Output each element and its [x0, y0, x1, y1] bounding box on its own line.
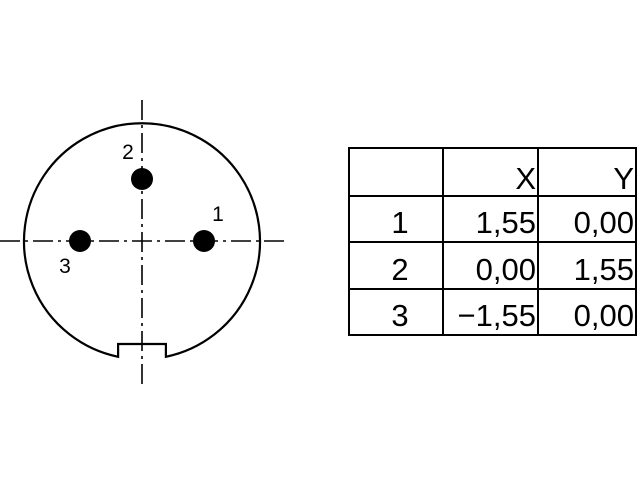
table-header-x: X: [515, 161, 536, 196]
table-cell-x-row-3: −1,55: [458, 298, 536, 333]
pin-1-contact: [193, 230, 215, 252]
table-cell-pin-row-2: 2: [391, 252, 408, 287]
pin-2-label: 2: [122, 141, 134, 164]
table-cell-y-row-1: 0,00: [574, 205, 634, 240]
pins-layer: 1 2 3: [59, 141, 224, 278]
table-cell-pin-row-1: 1: [391, 205, 408, 240]
table-cell-y-row-2: 1,55: [574, 252, 634, 287]
pin-3-label: 3: [59, 255, 71, 278]
table-cell-y-row-3: 0,00: [574, 298, 634, 333]
pin-2-contact: [131, 168, 153, 190]
pin-3-contact: [69, 230, 91, 252]
pin-1-label: 1: [212, 203, 224, 226]
coordinate-table: X Y 1 1,55 0,00 2 0,00 1,55 3 −1,55 0,00: [348, 147, 637, 336]
connector-outline: [22, 122, 262, 359]
table-cell-x-row-2: 0,00: [476, 252, 536, 287]
table-header-y: Y: [613, 161, 634, 196]
table-cell-pin-row-3: 3: [391, 298, 408, 333]
table-cell-x-row-1: 1,55: [476, 205, 536, 240]
